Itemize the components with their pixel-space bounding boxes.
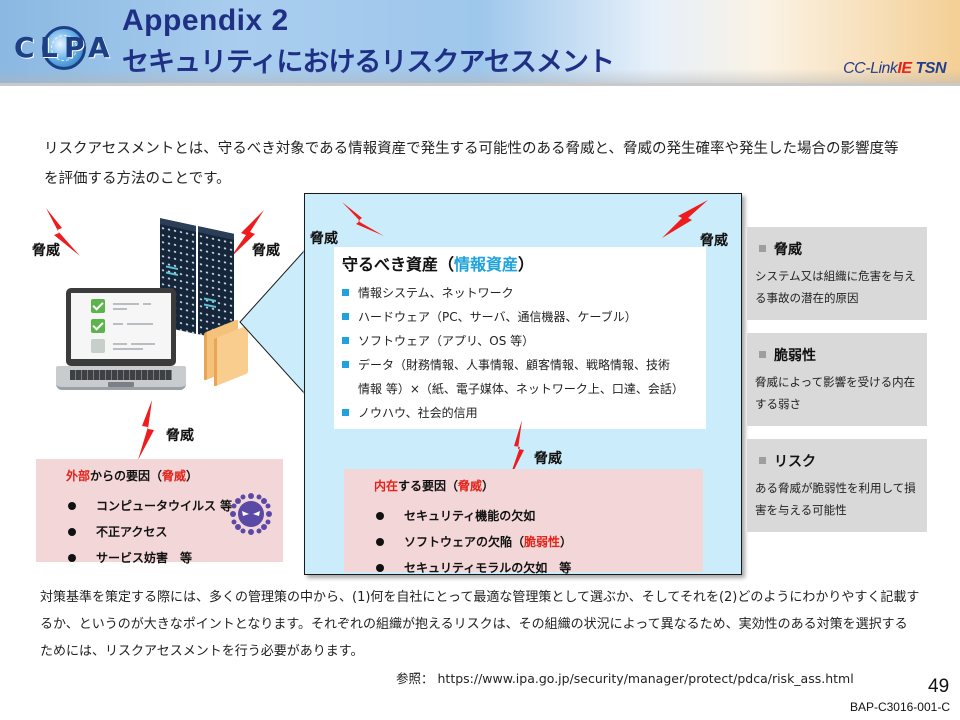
square-bullet-icon <box>759 245 766 252</box>
logo-letter: C <box>14 31 35 64</box>
virus-icon <box>230 493 272 535</box>
square-bullet-icon <box>759 351 766 358</box>
list-item: ソフトウェア（アプリ、OS 等） <box>342 329 702 353</box>
assets-title-text: 守るべき資産（ <box>342 255 455 274</box>
definition-term: 脅威 <box>759 239 802 259</box>
checkbox-checked-icon <box>91 319 105 333</box>
lightning-bolt-icon <box>508 420 524 482</box>
list-item-continuation: 情報 等）×（紙、電子媒体、ネットワーク上、口達、会話） <box>358 382 684 396</box>
logo-letter: A <box>88 31 110 64</box>
information-assets-box: 守るべき資産（情報資産） 情報システム、ネットワーク ハードウェア（PC、サーバ… <box>334 247 706 429</box>
heading-red-text: 脅威 <box>162 469 187 483</box>
slide-header: C L P A Appendix 2 セキュリティにおけるリスクアセスメント C… <box>0 0 960 86</box>
threat-label: 脅威 <box>700 233 728 249</box>
assets-title: 守るべき資産（情報資産） <box>342 251 534 275</box>
globe-icon <box>42 26 86 70</box>
conclusion-paragraph: 対策基準を策定する際には、多くの管理策の中から、(1)何を自社にとって最適な管理… <box>40 590 920 659</box>
internal-factors-heading: 内在する要因（脅威） <box>374 477 494 494</box>
list-item: セキュリティモラルの欠如 等 <box>374 555 572 581</box>
assets-list: 情報システム、ネットワーク ハードウェア（PC、サーバ、通信機器、ケーブル） ソ… <box>342 281 702 425</box>
list-item: セキュリティ機能の欠如 <box>374 503 572 529</box>
list-item-text: ） <box>560 535 573 549</box>
heading-text: ） <box>186 469 199 483</box>
reference-label: 参照： <box>396 671 434 686</box>
checkbox-checked-icon <box>91 299 105 313</box>
laptop-illustration <box>56 288 186 394</box>
assets-title-text: ） <box>518 255 535 274</box>
list-item: ノウハウ、社会的信用 <box>342 401 702 425</box>
threat-label: 脅威 <box>310 231 338 247</box>
term-text: 脅威 <box>774 242 802 258</box>
brand-cc-link: CC-Link <box>843 60 898 77</box>
slide-title-appendix: Appendix 2 <box>122 4 289 37</box>
definition-description: ある脅威が脆弱性を利用して損害を与える可能性 <box>755 481 916 517</box>
term-text: 脆弱性 <box>774 348 816 364</box>
threat-label: 脅威 <box>166 428 194 444</box>
list-item: ソフトウェアの欠陥（脆弱性） <box>374 529 572 555</box>
list-item: 情報システム、ネットワーク <box>342 281 702 305</box>
lightning-bolt-icon <box>138 400 154 460</box>
reference-url: https://www.ipa.go.jp/security/manager/p… <box>437 671 854 686</box>
list-item-text: ソフトウェアの欠陥（ <box>404 535 525 549</box>
intro-paragraph: リスクアセスメントとは、守るべき対象である情報資産で発生する可能性のある脅威と、… <box>44 141 899 187</box>
page-number: 49 <box>928 676 950 697</box>
heading-text: する要因（ <box>398 479 459 493</box>
definition-description: システム又は組織に危害を与える事故の潜在的原因 <box>755 269 916 305</box>
heading-red-text: 脅威 <box>458 479 483 493</box>
external-factors-list: コンピュータウイルス 等 不正アクセス サービス妨害 等 <box>66 493 232 571</box>
lightning-bolt-icon <box>230 210 264 258</box>
slide-title: セキュリティにおけるリスクアセスメント <box>122 47 615 78</box>
document-code: BAP-C3016-001-C <box>849 700 950 714</box>
definition-threat: 脅威 システム又は組織に危害を与える事故の潜在的原因 <box>747 227 927 320</box>
internal-factors-box: 内在する要因（脅威） セキュリティ機能の欠如 ソフトウェアの欠陥（脆弱性） セキ… <box>344 469 703 575</box>
lightning-bolt-icon <box>662 200 708 238</box>
heading-text: ） <box>482 479 495 493</box>
lightning-bolt-icon <box>46 208 80 256</box>
cc-link-ie-tsn-logo: CC-LinkIE TSN <box>843 60 946 78</box>
logo-letter: L <box>40 31 58 64</box>
assets-title-accent: 情報資産 <box>454 255 519 274</box>
heading-red-text: 内在 <box>374 479 399 493</box>
list-item: コンピュータウイルス 等 <box>66 493 232 519</box>
term-text: リスク <box>774 454 816 470</box>
square-bullet-icon <box>759 457 766 464</box>
definition-term: 脆弱性 <box>759 345 816 365</box>
heading-text: からの要因（ <box>90 469 163 483</box>
logo-letter: P <box>64 31 85 64</box>
list-item: ハードウェア（PC、サーバ、通信機器、ケーブル） <box>342 305 702 329</box>
clpa-logo: C L P A <box>14 26 110 70</box>
callout-pointer <box>239 250 307 396</box>
list-item: データ（財務情報、人事情報、顧客情報、戦略情報、技術 <box>342 353 702 377</box>
definition-description: 脅威によって影響を受ける内在する弱さ <box>755 375 916 411</box>
brand-ie: IE <box>897 60 912 77</box>
list-item: サービス妨害 等 <box>66 545 232 571</box>
list-item-red-text: 脆弱性 <box>524 535 561 549</box>
external-factors-heading: 外部からの要因（脅威） <box>66 467 198 484</box>
lightning-bolt-icon <box>342 202 384 236</box>
heading-red-text: 外部 <box>66 469 91 483</box>
brand-tsn: TSN <box>911 60 946 77</box>
threat-label: 脅威 <box>252 243 280 259</box>
threat-label: 脅威 <box>32 243 60 259</box>
definition-term: リスク <box>759 451 816 471</box>
internal-factors-list: セキュリティ機能の欠如 ソフトウェアの欠陥（脆弱性） セキュリティモラルの欠如 … <box>374 503 572 581</box>
definition-vulnerability: 脆弱性 脅威によって影響を受ける内在する弱さ <box>747 333 927 426</box>
reference: 参照： https://www.ipa.go.jp/security/manag… <box>396 668 854 687</box>
list-item: 不正アクセス <box>66 519 232 545</box>
checkbox-empty-icon <box>91 339 105 353</box>
definition-risk: リスク ある脅威が脆弱性を利用して損害を与える可能性 <box>747 439 927 532</box>
threat-label: 脅威 <box>534 451 562 467</box>
